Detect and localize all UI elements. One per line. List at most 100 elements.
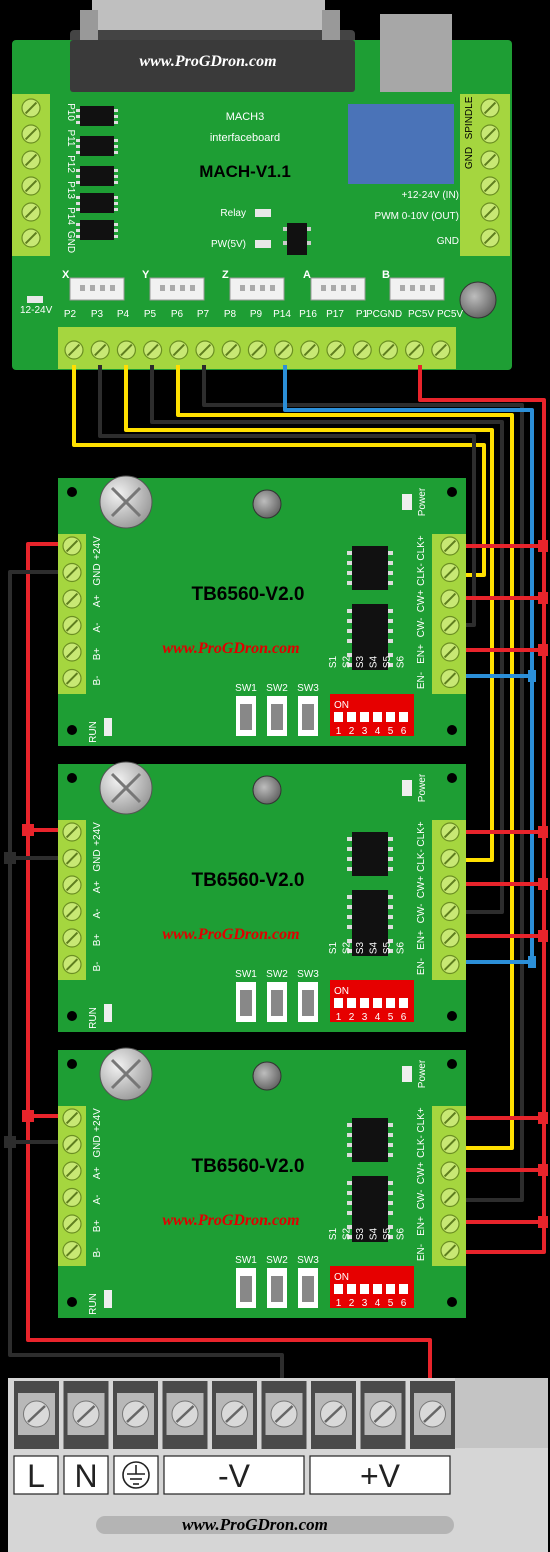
motor-pin-label: GND xyxy=(92,849,103,871)
signal-terminal-screw xyxy=(440,1240,460,1261)
bottom-pin-label: P5 xyxy=(144,309,157,320)
mounting-hole xyxy=(447,487,457,497)
bottom-terminal-screw xyxy=(326,340,346,360)
bottom-pin-label: P14 xyxy=(273,309,291,320)
wire-dir-y xyxy=(150,365,504,914)
signal-terminal-screw xyxy=(440,822,460,842)
motor-pin-label: A+ xyxy=(92,1167,103,1180)
interface-board: www.ProGDron.com MACH3 interfaceboard MA… xyxy=(12,0,512,370)
switch-label: SW1 xyxy=(235,1255,257,1266)
left-pin-label: P11 xyxy=(65,129,76,146)
label-gnd-top: GND xyxy=(464,147,475,169)
motor-pin-label: A- xyxy=(92,909,103,919)
dip-toggle xyxy=(347,1284,356,1294)
right-terminal-screw xyxy=(480,150,500,170)
axis-label-b: B xyxy=(382,269,390,281)
left-terminal-screw xyxy=(21,150,41,170)
board-title-line1: MACH3 xyxy=(226,111,265,123)
bottom-terminal-screw xyxy=(352,340,372,360)
mounting-hole xyxy=(447,1297,457,1307)
switch-label: SW1 xyxy=(235,683,257,694)
motor-terminal-screw xyxy=(62,1214,82,1234)
driver-button xyxy=(252,1061,282,1091)
driver-watermark: www.ProGDron.com xyxy=(162,926,299,943)
signal-terminal-screw xyxy=(440,668,460,689)
signal-terminal-screw xyxy=(440,1187,460,1208)
dip-toggle xyxy=(373,712,382,722)
axis-connector-a xyxy=(310,277,366,301)
motor-terminal-screw xyxy=(62,536,82,556)
bottom-terminal-screw xyxy=(274,340,294,360)
bottom-terminal-screw xyxy=(90,340,110,360)
signal-terminal-screw xyxy=(440,1214,460,1234)
wire-connector xyxy=(538,1216,548,1228)
signal-pin-label: EN- xyxy=(416,958,427,975)
switch-label: SW3 xyxy=(297,683,319,694)
motor-terminal-screw xyxy=(62,1134,82,1155)
right-terminal-housing xyxy=(460,94,510,256)
dip-number: 1 xyxy=(336,1012,342,1023)
switch-label: SW2 xyxy=(266,969,288,980)
driver-board-1: Power+24VGNDA+A-B+B-CLK+CLK-CW+CW-EN+EN-… xyxy=(58,475,466,746)
mounting-hole xyxy=(67,1011,77,1021)
motor-terminal-screw xyxy=(62,615,82,636)
motor-terminal-screw xyxy=(62,1187,82,1208)
motor-terminal-screw xyxy=(62,928,82,948)
signal-terminal-screw xyxy=(440,589,460,609)
driver-title: TB6560-V2.0 xyxy=(191,1156,304,1177)
axis-label-x: X xyxy=(62,269,70,281)
bottom-pin-label: PC5V xyxy=(408,309,434,320)
bottom-pin-label: P3 xyxy=(91,309,104,320)
board-model: MACH-V1.1 xyxy=(199,162,291,181)
dip-number: 6 xyxy=(401,726,407,737)
dip-number: 6 xyxy=(401,1012,407,1023)
optocoupler-chip xyxy=(80,193,114,213)
bottom-terminal-screw xyxy=(247,340,267,360)
wire-connector xyxy=(538,540,548,552)
dip-label: S6 xyxy=(396,1227,407,1240)
psu-label-l: L xyxy=(27,1458,45,1494)
signal-pin-label: EN+ xyxy=(416,1216,427,1236)
wire-connector xyxy=(538,1112,548,1124)
reset-button[interactable] xyxy=(459,281,497,319)
dip-label: S1 xyxy=(328,941,339,954)
axis-connector-x xyxy=(69,277,125,301)
right-terminal-screw xyxy=(480,124,500,144)
right-terminal-screw xyxy=(480,228,500,248)
motor-terminal-screw xyxy=(62,642,82,662)
signal-terminal-housing xyxy=(432,534,466,694)
mounting-hole xyxy=(67,1297,77,1307)
bottom-terminal-screw xyxy=(169,340,189,360)
dip-label: S5 xyxy=(382,655,393,668)
dip-label: S3 xyxy=(355,1227,366,1240)
dip-number: 4 xyxy=(375,726,381,737)
driver-watermark: www.ProGDron.com xyxy=(162,1212,299,1229)
signal-terminal-screw xyxy=(440,562,460,583)
run-label: RUN xyxy=(88,721,99,743)
driver-chip xyxy=(352,832,388,876)
dip-label: S1 xyxy=(328,1227,339,1240)
left-pin-label: P12 xyxy=(65,155,76,173)
right-terminal-screw xyxy=(480,176,500,196)
left-terminal-block xyxy=(12,94,50,256)
bottom-terminal-screw xyxy=(431,340,451,360)
axis-connector-b xyxy=(389,277,445,301)
bottom-pin-label: P7 xyxy=(197,309,210,320)
power-led xyxy=(402,1066,412,1082)
signal-terminal-screw xyxy=(440,928,460,948)
motor-pin-label: A- xyxy=(92,1195,103,1205)
right-terminal-block xyxy=(460,94,510,256)
wire-24v-rail xyxy=(26,542,432,1395)
dip-label: S6 xyxy=(396,941,407,954)
dip-label: S4 xyxy=(369,941,380,954)
motor-terminal-housing xyxy=(58,820,86,980)
dip-toggle xyxy=(386,998,395,1008)
motor-terminal-screw xyxy=(62,668,82,689)
wire-connector xyxy=(538,644,548,656)
driver-chip xyxy=(352,546,388,590)
signal-terminal-screw xyxy=(440,642,460,662)
bottom-pin-label: P16 xyxy=(299,309,317,320)
dip-label: S3 xyxy=(355,941,366,954)
psu-terminals xyxy=(14,1381,455,1449)
dip-number: 2 xyxy=(349,1012,355,1023)
